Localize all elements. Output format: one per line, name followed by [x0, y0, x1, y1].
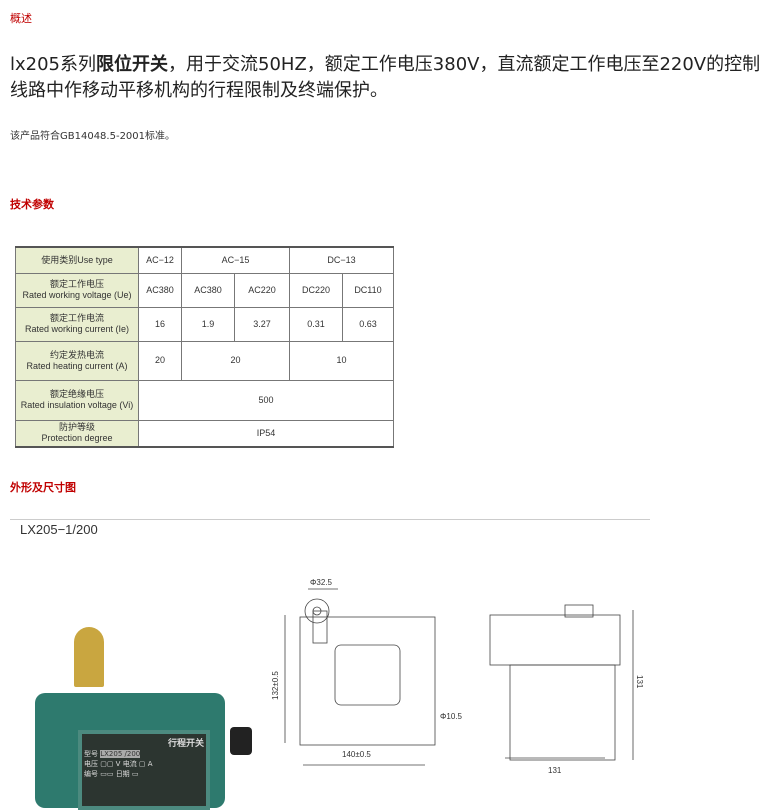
cell: 16 [138, 306, 182, 342]
cell: AC380 [138, 272, 182, 308]
cell: DC220 [289, 272, 343, 308]
hole-dim: Φ10.5 [440, 712, 463, 721]
product-photo: 行程开关 型号 LX205 /200 电压 ▢▢ V 电流 ▢ A 编号 ▭▭ … [20, 620, 270, 810]
front-window [334, 644, 401, 706]
row-header: 使用类别Use type [15, 246, 139, 274]
cell: 20 [181, 340, 290, 381]
cell: 3.27 [234, 306, 290, 342]
cell: DC110 [342, 272, 394, 308]
side-body [489, 614, 621, 666]
model-label: LX205−1/200 [20, 522, 98, 537]
cell: 1.9 [181, 306, 235, 342]
standard-text: 该产品符合GB14048.5-2001标准。 [10, 131, 176, 142]
cell: 500 [138, 379, 394, 421]
side-view-drawing: 131 131 [489, 604, 644, 775]
cell: AC380 [181, 272, 235, 308]
cell: DC−13 [289, 246, 394, 274]
cell: AC−12 [138, 246, 182, 274]
cell: AC220 [234, 272, 290, 308]
nameplate: 行程开关 型号 LX205 /200 电压 ▢▢ V 电流 ▢ A 编号 ▭▭ … [78, 730, 210, 810]
side-height-dim: 131 [635, 675, 644, 689]
roller [304, 598, 330, 624]
roller-dim: Φ32.5 [310, 578, 333, 587]
divider [10, 519, 650, 520]
cell: 10 [289, 340, 394, 381]
width-dim: 140±0.5 [342, 750, 371, 759]
front-outline [299, 616, 436, 746]
cell: 20 [138, 340, 182, 381]
intro-prefix: lx205系列 [10, 54, 97, 75]
height-dim: 132±0.5 [271, 671, 280, 700]
intro-rest: ，用于交流50HZ，额定工作电压380V，直流额定工作电压至220V的控制线路中… [10, 54, 761, 101]
cell: IP54 [138, 419, 394, 448]
overview-heading: 概述 [10, 12, 32, 25]
side-width-dim: 131 [548, 766, 562, 775]
cell: AC−15 [181, 246, 290, 274]
cable-gland [230, 727, 252, 755]
specs-heading: 技术参数 [10, 198, 54, 211]
intro-text: lx205系列限位开关，用于交流50HZ，额定工作电压380V，直流额定工作电压… [10, 52, 775, 104]
cell: 0.31 [289, 306, 343, 342]
roller-arm [74, 627, 104, 687]
intro-bold: 限位开关 [96, 54, 169, 75]
cell: 0.63 [342, 306, 394, 342]
dimensions-heading: 外形及尺寸图 [10, 481, 76, 494]
front-view-drawing: Φ32.5 132±0.5 140±0.5 Φ10.5 [271, 578, 463, 766]
